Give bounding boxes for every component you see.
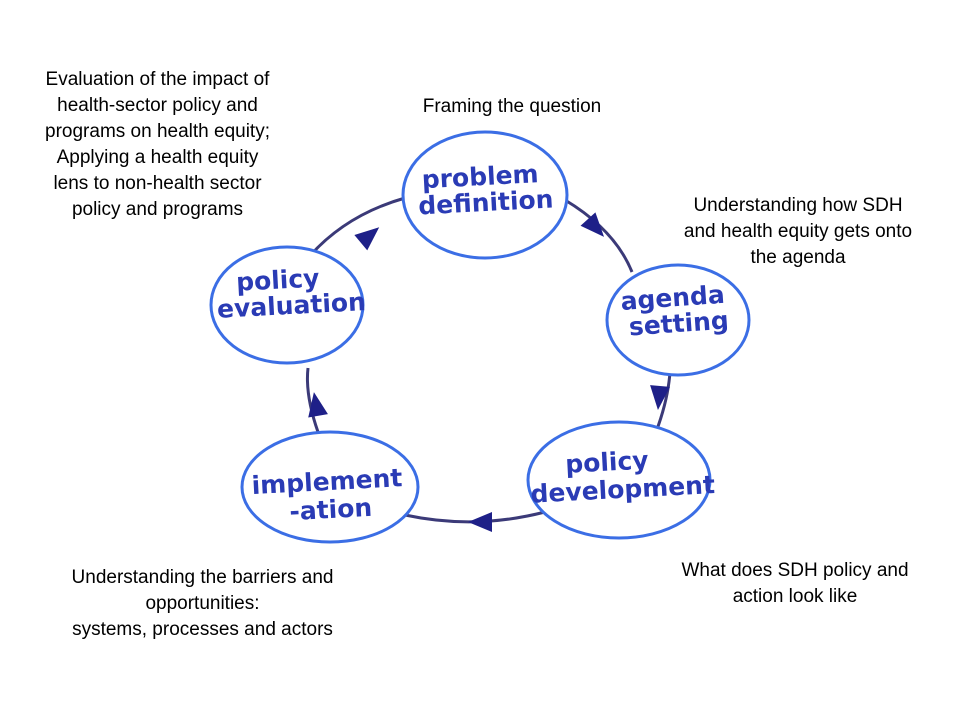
annotation-development-line-1: What does SDH policy and — [681, 560, 909, 581]
annotation-development-line-2: action look like — [732, 586, 858, 607]
node-agenda-setting-ellipse — [605, 263, 751, 377]
arrow-development-to-implementation — [468, 512, 492, 532]
annotation-implementation-line-2: opportunities: — [145, 593, 260, 614]
arrow-problem-to-agenda — [580, 212, 605, 237]
node-policy-development-line-1: policy — [565, 446, 650, 479]
annotation-evaluation-line-1: Evaluation of the impact of — [45, 69, 270, 90]
node-implementation-ellipse — [240, 430, 420, 544]
annotation-evaluation-line-3: programs on health equity; — [45, 121, 270, 142]
annotation-agenda: Understanding how SDH and health equity … — [648, 193, 948, 271]
annotation-framing-line-1: Framing the question — [422, 96, 602, 117]
node-policy-development: policy development — [526, 420, 716, 540]
annotation-agenda-line-2: and health equity gets onto — [683, 221, 913, 242]
annotation-implementation-line-1: Understanding the barriers and — [71, 567, 334, 588]
arrow-implementation-to-evaluation — [308, 392, 328, 418]
node-policy-development-ellipse — [526, 420, 712, 540]
annotation-evaluation-line-4: Applying a health equity — [56, 147, 259, 168]
annotation-evaluation-line-5: lens to non-health sector — [53, 173, 262, 194]
node-implementation-line-2: -ation — [289, 493, 373, 526]
node-implementation: implement -ation — [240, 430, 420, 544]
node-problem-definition-label: problem definition — [416, 158, 554, 220]
annotation-agenda-line-3: the agenda — [750, 247, 846, 268]
annotation-framing: Framing the question — [392, 94, 632, 120]
node-policy-evaluation-line-1: policy — [235, 263, 320, 296]
annotation-implementation: Understanding the barriers and opportuni… — [25, 565, 380, 643]
connector-evaluation-to-problem — [306, 196, 406, 259]
annotation-evaluation-line-2: health-sector policy and — [57, 95, 258, 116]
node-problem-definition-line-2: definition — [418, 184, 555, 220]
node-problem-definition-ellipse — [401, 130, 569, 260]
arrow-evaluation-to-problem — [354, 227, 380, 251]
annotation-agenda-line-1: Understanding how SDH — [693, 195, 903, 216]
node-agenda-setting-label: agenda setting — [620, 279, 737, 342]
connector-implementation-to-evaluation — [305, 367, 320, 433]
node-problem-definition: problem definition — [401, 130, 569, 260]
annotation-implementation-line-3: systems, processes and actors — [72, 619, 333, 640]
node-policy-evaluation-ellipse — [209, 245, 365, 365]
annotation-evaluation-line-6: policy and programs — [71, 199, 244, 220]
node-policy-evaluation: policy evaluation — [209, 245, 367, 365]
node-problem-definition-line-1: problem — [421, 159, 539, 194]
arrow-agenda-to-development — [650, 385, 671, 410]
node-implementation-label: implement -ation — [251, 463, 413, 528]
annotation-development: What does SDH policy and action look lik… — [640, 558, 950, 610]
node-agenda-setting: agenda setting — [605, 263, 751, 377]
connector-problem-to-agenda — [564, 198, 634, 273]
node-agenda-setting-line-2: setting — [628, 306, 730, 342]
annotation-evaluation: Evaluation of the impact of health-secto… — [5, 67, 310, 223]
